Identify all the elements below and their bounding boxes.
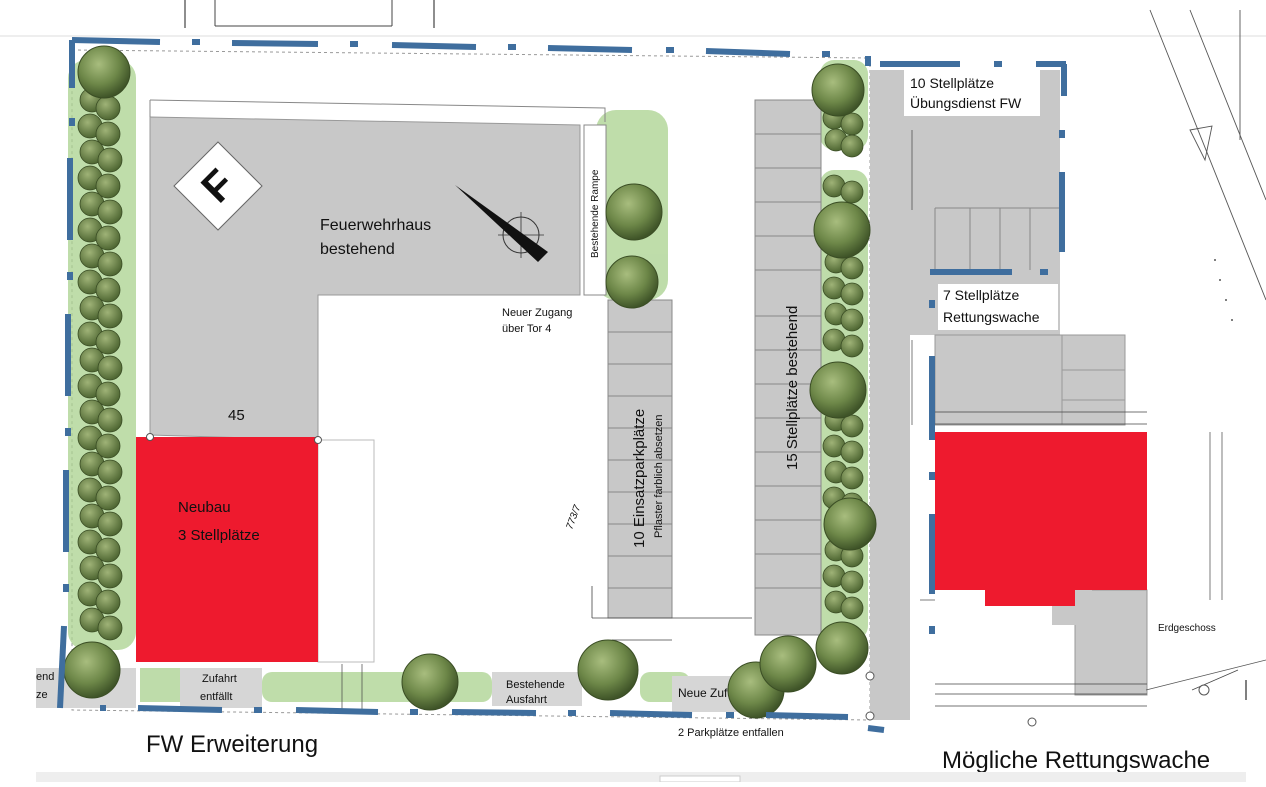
ramp-label: Bestehende Rampe — [590, 169, 601, 258]
rescue-parking-label-line2: Rettungswache — [943, 309, 1040, 325]
number-45: 45 — [228, 407, 245, 424]
removed-parking-label: 2 Parkplätze entfallen — [678, 727, 784, 739]
operational-parking-label-line2: Pflaster farblich absetzen — [653, 414, 665, 538]
helipad-marker: F — [173, 141, 263, 231]
trees — [63, 45, 877, 719]
north-arrow-icon — [455, 185, 548, 262]
fire-station-label-line1: Feuerwehrhaus — [320, 217, 431, 234]
caption-rescue-station: Mögliche Rettungswache — [942, 747, 1210, 774]
operational-parking — [607, 299, 673, 619]
access-label-line1: Neuer Zugang — [502, 307, 572, 319]
rescue-parking-label-line1: 7 Stellplätze — [943, 287, 1019, 303]
boundary-line — [57, 37, 1067, 733]
training-parking-label-line2: Übungsdienst FW — [910, 94, 1022, 111]
rescue-station-building — [935, 432, 1147, 606]
cut-label-1: end — [36, 671, 54, 683]
driveway-removed-line2: entfällt — [200, 691, 232, 703]
existing-exit-line2: Ausfahrt — [506, 694, 547, 706]
existing-exit-line1: Bestehende — [506, 679, 565, 691]
access-label-line2: über Tor 4 — [502, 323, 551, 335]
operational-parking-label-line1: 10 Einsatzparkplätze — [631, 409, 648, 548]
new-building-label-line2: 3 Stellplätze — [178, 527, 260, 544]
existing-parking-label: 15 Stellplätze bestehend — [784, 306, 801, 470]
existing-parking — [754, 99, 822, 636]
ground-floor-label: Erdgeschoss — [1158, 623, 1216, 634]
new-building-label-line1: Neubau — [178, 499, 231, 516]
driveway-removed-line1: Zufahrt — [202, 673, 237, 685]
hedge-left — [77, 87, 123, 641]
new-building — [136, 437, 318, 662]
parcel-number: 773/7 — [564, 503, 583, 531]
cut-label-2: ze — [36, 689, 48, 701]
caption-fw-extension: FW Erweiterung — [146, 731, 318, 758]
training-parking-label-line1: 10 Stellplätze — [910, 75, 994, 91]
fire-station-label-line2: bestehend — [320, 241, 395, 258]
